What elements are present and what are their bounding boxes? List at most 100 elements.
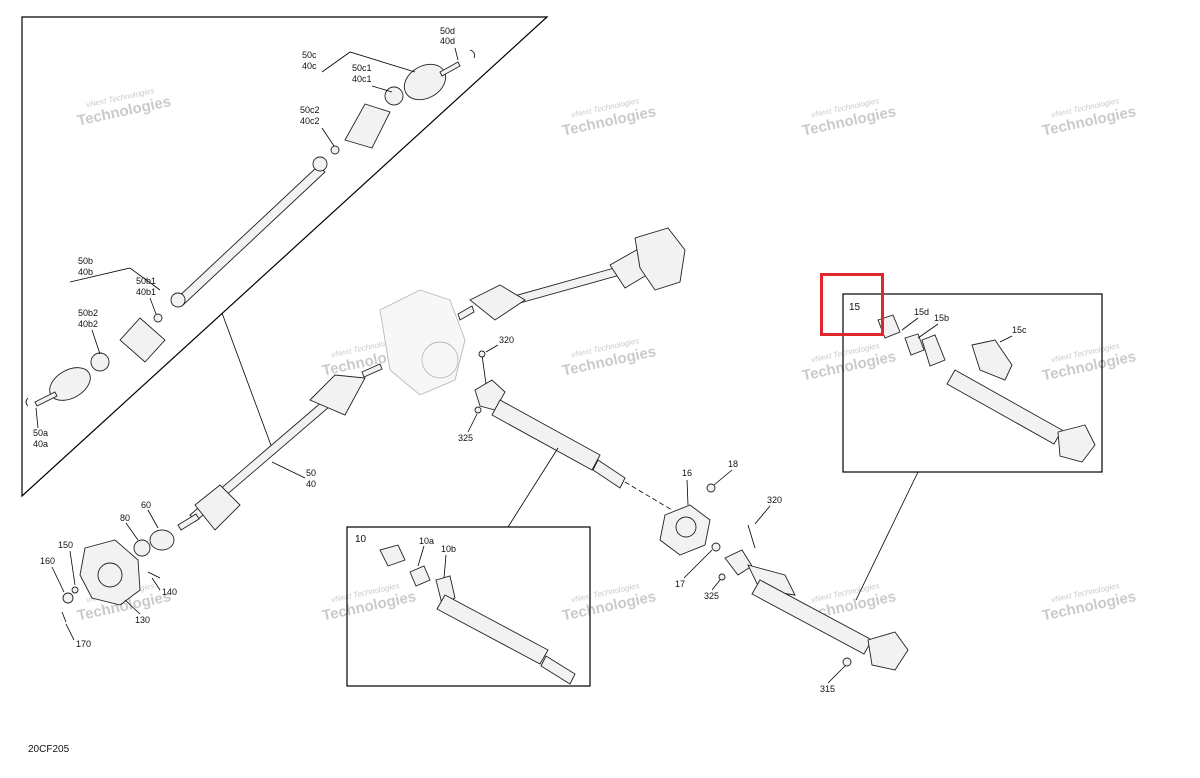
- leader-50: [271, 461, 306, 479]
- nut-315: [842, 657, 852, 667]
- callout-50a: 50a: [33, 428, 48, 438]
- leader-15b: [917, 323, 939, 339]
- callout-10a: 10a: [419, 536, 434, 546]
- callout-10b: 10b: [441, 544, 456, 554]
- center-bearing: [675, 516, 697, 538]
- watermark: vNext Technologies Technologies: [801, 341, 898, 384]
- cv-boot-outer: [119, 317, 166, 363]
- leader-150: [69, 550, 76, 586]
- watermark: vNext Technologies Technologies: [321, 581, 418, 624]
- propshaft-tube-front: [491, 399, 601, 471]
- propshaft-tube-10: [436, 594, 549, 665]
- center-bearing-group: [659, 483, 721, 556]
- leader-320-front: [485, 344, 499, 353]
- flange-yoke-rear: [867, 631, 909, 671]
- differential-housing: [379, 289, 466, 396]
- bolt-320-rear: [747, 524, 756, 549]
- watermark: vNext Technologies Technologies: [1041, 96, 1138, 139]
- leader-10b: [443, 554, 447, 579]
- stub-shaft-left: [177, 513, 200, 531]
- stub-shaft-diff: [361, 363, 383, 378]
- callout-15d: 15d: [914, 307, 929, 317]
- callout-18: 18: [728, 459, 738, 469]
- boot-15c: [971, 339, 1013, 381]
- connection-line: [624, 481, 673, 511]
- stub-shaft-inner: [439, 61, 461, 77]
- leader-50c1: [371, 85, 393, 93]
- hub-bearing-center: [97, 562, 123, 588]
- watermark: vNext Technologies Technologies: [76, 86, 173, 129]
- spider-joint-outer: [170, 292, 186, 308]
- callouts-propshaft-rear: 320 325 315: [704, 495, 846, 694]
- diagram-id: 20CF205: [28, 744, 70, 755]
- nut-18: [706, 483, 716, 493]
- nut-325-rear: [718, 573, 726, 581]
- leader-frame-15: [855, 471, 919, 601]
- wheel-bearing: [149, 529, 175, 551]
- circlip-outer: [25, 397, 29, 407]
- yoke-10: [379, 544, 406, 567]
- detail-15-parts: [877, 314, 1096, 463]
- callout-40c2: 40c2: [300, 116, 320, 126]
- snap-ring-inner: [330, 145, 340, 155]
- watermark: vNext Technologies Technologies: [1041, 581, 1138, 624]
- callout-50c: 50c: [302, 50, 317, 60]
- leader-18: [713, 469, 733, 486]
- leader-10a: [417, 545, 425, 567]
- cv-boot-right-inner: [469, 284, 526, 321]
- snap-ring-outer: [153, 313, 163, 323]
- leader-15c: [999, 335, 1013, 343]
- callout-40b2: 40b2: [78, 319, 98, 329]
- detail-frame-axle: [21, 16, 549, 498]
- callout-40d: 40d: [440, 36, 455, 46]
- differential-flange: [421, 341, 459, 379]
- callouts-center-bearing: 16 18 17: [675, 459, 738, 589]
- bolt-head-320-front: [478, 350, 486, 358]
- cv-boot-left-inner: [309, 374, 366, 416]
- o-ring-17: [711, 542, 721, 552]
- callout-50b1: 50b1: [136, 276, 156, 286]
- callout-15c: 15c: [1012, 325, 1027, 335]
- callouts-wheel-hub: 60 80 150 160 140 130 170: [40, 500, 177, 649]
- callouts-front-axle: 50 40: [271, 461, 316, 489]
- callout-50b2: 50b2: [78, 308, 98, 318]
- callout-40b1: 40b1: [136, 287, 156, 297]
- leader-50d: [454, 47, 459, 61]
- detail-frame-10: [346, 526, 591, 687]
- leader-50b1: [149, 297, 157, 315]
- watermark: vNext Technologies Technologies: [561, 336, 658, 379]
- leader-50c2: [321, 127, 335, 147]
- callout-15b: 15b: [934, 313, 949, 323]
- detail-10-parts: [379, 544, 576, 685]
- leader-50a: [35, 407, 39, 429]
- propshaft-spline-10: [540, 655, 576, 685]
- leader-80: [125, 522, 139, 541]
- watermark: vNext Technologies Technologies: [801, 96, 898, 139]
- leader-315: [827, 665, 846, 684]
- leader-frame-axle: [221, 312, 273, 449]
- callout-60: 60: [141, 500, 151, 510]
- callout-15: 15: [849, 302, 861, 313]
- yoke-15: [921, 334, 946, 367]
- propeller-shaft-rear: [718, 524, 909, 671]
- leader-15d: [901, 317, 919, 331]
- callout-130: 130: [135, 615, 150, 625]
- leader-160: [51, 566, 65, 593]
- watermark: vNext Technologies Technologies: [561, 581, 658, 624]
- universal-joint-15b: [904, 333, 925, 356]
- callouts-axle: 50d 40d 50c 40c 50c1 40c1 50c2 40c2 50b …: [33, 26, 459, 449]
- watermark: vNext Technologies Technologies: [561, 96, 658, 139]
- callout-40b: 40b: [78, 267, 93, 277]
- callout-10: 10: [355, 534, 367, 545]
- callout-17: 17: [675, 579, 685, 589]
- callouts-detail-15: 15 15d 15b 15c: [849, 302, 1027, 343]
- callout-320-front: 320: [499, 335, 514, 345]
- leader-16: [686, 479, 689, 506]
- leader-50b: [69, 267, 161, 291]
- callout-80: 80: [120, 513, 130, 523]
- cv-boot-inner: [344, 103, 391, 149]
- callout-325-rear: 325: [704, 591, 719, 601]
- stub-shaft-right: [457, 305, 475, 321]
- cotter-pin: [61, 611, 67, 623]
- clamp-ring-outer: [90, 352, 110, 372]
